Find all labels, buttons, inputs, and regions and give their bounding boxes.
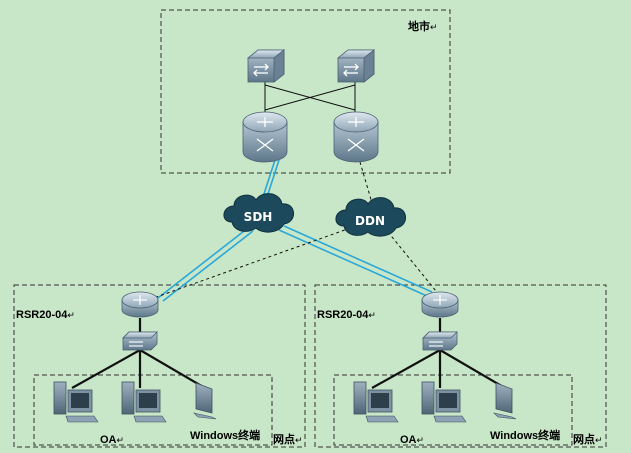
branch-router-icon bbox=[421, 291, 459, 318]
sdh-cloud-icon: SDH bbox=[223, 193, 294, 233]
branch-switch-icon bbox=[122, 331, 158, 351]
right-router-label: RSR20-04↵ bbox=[317, 309, 376, 321]
core-router-icon bbox=[333, 111, 379, 163]
right-branch-box bbox=[314, 284, 607, 448]
left-terminal-box bbox=[33, 374, 273, 446]
right-site-label: 网点↵ bbox=[573, 432, 603, 446]
right-terminal-box bbox=[333, 374, 573, 446]
top-region-label: 地市↵ bbox=[408, 19, 438, 33]
left-oa-label: OA↵ bbox=[100, 434, 124, 446]
oa-computer-icon bbox=[353, 381, 399, 423]
left-windows-label: Windows终端 bbox=[190, 428, 260, 442]
top-region-box bbox=[160, 9, 451, 174]
core-switch-icon bbox=[246, 49, 286, 83]
core-switch-icon bbox=[336, 49, 376, 83]
ddn-links bbox=[147, 161, 441, 301]
branch-links bbox=[71, 318, 506, 389]
right-windows-label: Windows终端 bbox=[490, 428, 560, 442]
oa-computer-icon bbox=[121, 381, 167, 423]
right-oa-label: OA↵ bbox=[400, 434, 424, 446]
left-branch-box bbox=[13, 284, 306, 448]
left-router-label: RSR20-04↵ bbox=[16, 309, 75, 321]
oa-computer-icon bbox=[421, 381, 467, 423]
left-site-label: 网点↵ bbox=[273, 432, 303, 446]
oa-computer-icon bbox=[53, 381, 99, 423]
core-router-icon bbox=[242, 111, 288, 163]
ddn-label: DDN bbox=[355, 214, 385, 228]
branch-router-icon bbox=[121, 291, 159, 318]
windows-terminal-icon bbox=[493, 382, 517, 420]
windows-terminal-icon bbox=[193, 382, 217, 420]
branch-switch-icon bbox=[422, 331, 458, 351]
ddn-cloud-icon: DDN bbox=[335, 197, 406, 237]
sdh-label: SDH bbox=[244, 210, 273, 224]
